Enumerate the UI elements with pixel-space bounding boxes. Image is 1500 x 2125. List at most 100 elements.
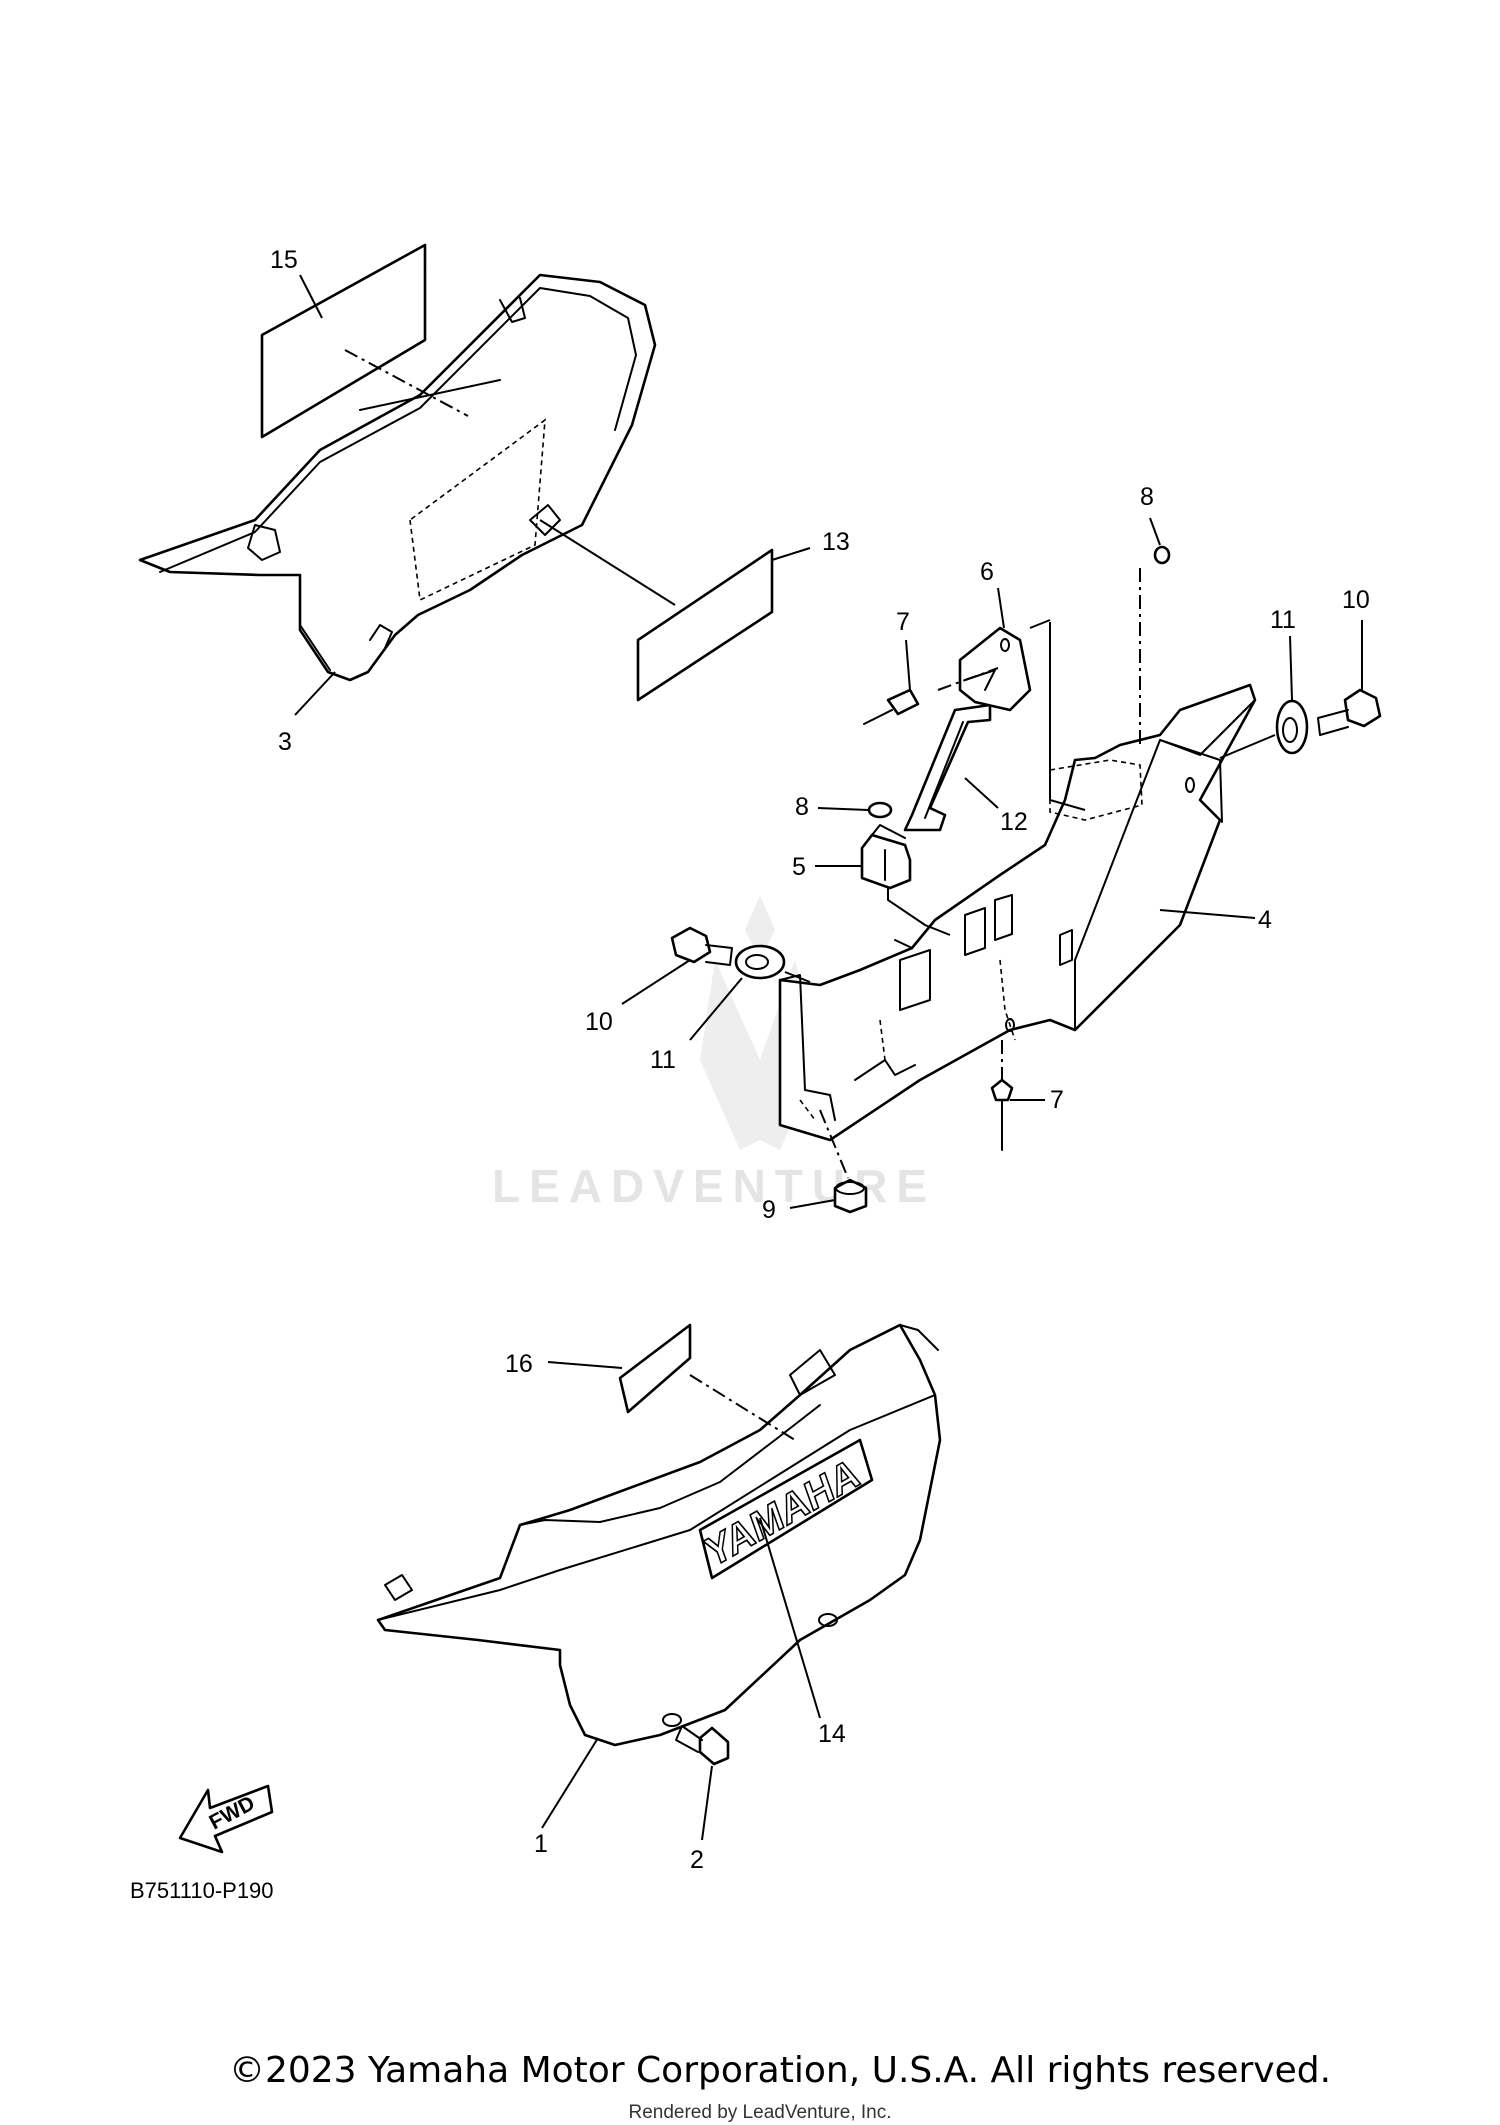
decal-15 [260,243,427,439]
callouts: 15 3 13 6 7 8 11 10 8 12 5 4 10 11 7 9 1… [270,246,1370,1874]
leader-11-right [1289,635,1293,701]
callout-8-upper: 8 [1140,483,1154,511]
grommet-9-axis [819,1109,849,1179]
rendered-by-notice: Rendered by LeadVenture, Inc. [628,2102,892,2123]
leader-10-left [621,959,691,1005]
leader-9 [789,1199,836,1209]
screw-2-head [698,1726,730,1766]
callout-10-left: 10 [585,1008,613,1036]
grommet-9-top [835,1181,865,1195]
bracket-4-slot-b [964,907,986,956]
clip-6-guide [1029,619,1051,629]
strap-12-body [903,703,992,832]
side-cover-lower-boss-a [818,1613,838,1627]
leader-12 [964,777,999,809]
leader-6 [997,587,1005,629]
side-cover-upper-boss [529,504,561,536]
clip-6 [958,619,1051,712]
clip-5-top [871,824,906,839]
rivet-7-upper-shank [863,709,893,725]
callout-16: 16 [505,1350,533,1378]
leader-14 [759,1517,821,1719]
callout-1: 1 [534,1830,548,1858]
bracket-4-tab [894,939,913,949]
side-cover-upper [138,273,657,682]
bracket-4-hidden-a [1049,759,1143,821]
leader-15 [299,274,323,319]
bracket-4-left-fold [779,974,836,1121]
side-cover-lower [376,1323,942,1747]
callout-2: 2 [690,1846,704,1874]
bracket-4-slot-a [899,949,931,1011]
side-cover-upper-hidden-label-area [409,418,546,602]
clip-6-assembly-line [1049,622,1086,811]
callout-10-right: 10 [1342,586,1370,614]
rivet-7-upper-head [886,688,920,716]
washer-8-upper [1153,545,1171,565]
bolt-10-left-head [670,926,712,964]
bracket-4-step [854,1059,916,1081]
bracket-4-hole-b [1005,1018,1015,1032]
callout-15: 15 [270,246,298,274]
bracket-4-hole [1185,777,1195,793]
clip-5-assembly-line [887,888,951,936]
grommet-11-left-inner [745,954,769,970]
callout-3: 3 [278,728,292,756]
side-cover-lower-peg [384,1574,413,1601]
leader-3 [294,671,336,716]
leader-2 [701,1765,713,1841]
bracket-4 [778,683,1257,1142]
side-cover-lower-body [376,1323,942,1747]
side-cover-upper-notch [499,297,526,323]
decal-16-axis [689,1374,796,1441]
side-cover-upper-tab [247,524,281,561]
leader-8-lower [817,807,869,811]
watermark-logo-top [745,895,775,960]
bolt-10-right [1317,688,1382,736]
screw-2-shank [675,1725,703,1753]
bracket-4-arm [1074,739,1223,1031]
leader-16 [547,1361,623,1369]
bolt-10-right-shank [1317,709,1349,736]
strap-12-edge [924,721,964,819]
diagram-code: B751110-P190 [130,1878,274,1903]
watermark-text: LEADVENTURE [492,1160,936,1212]
callout-7-lower: 7 [1050,1086,1064,1114]
strap-12 [903,703,992,832]
clip-6-hole [1000,638,1010,652]
callout-14: 14 [818,1720,846,1748]
fwd-arrow: FWD [178,1784,274,1854]
leader-8-upper [1149,517,1161,546]
bracket-4-top-edge [1159,699,1256,756]
side-cover-upper-lip [299,574,331,671]
leader-11-left [689,977,743,1041]
grommet-11-left-outer [734,944,786,980]
callout-4: 4 [1258,906,1272,934]
side-cover-upper-rim [159,287,637,573]
washer-8-lower [867,801,893,819]
callout-5: 5 [792,853,806,881]
grommet-9 [833,1178,868,1214]
rivet-7-lower-head [990,1078,1014,1102]
screw-2 [675,1725,730,1766]
side-cover-lower-tab [789,1349,836,1396]
callout-8-lower: 8 [795,793,809,821]
leader-1 [541,1737,599,1829]
leader-7-upper [905,639,911,691]
grommet-11-right-outer [1275,699,1309,755]
grommet-11-left [734,944,786,980]
callout-11-left: 11 [650,1046,676,1074]
copyright-notice: ©2023 Yamaha Motor Corporation, U.S.A. A… [228,2050,1332,2091]
bracket-4-slot-c [994,894,1013,941]
leader-13 [771,547,811,561]
rivet-7-upper-axis [937,667,999,691]
bolt-10-left [670,926,733,966]
grommet-11-left-axis [784,971,811,983]
grommet-9-body [833,1178,868,1214]
callout-12: 12 [1000,808,1028,836]
callout-11-right: 11 [1270,606,1296,634]
callout-7-upper: 7 [896,608,910,636]
rivet-7-upper [863,688,920,725]
callout-9: 9 [762,1196,776,1224]
